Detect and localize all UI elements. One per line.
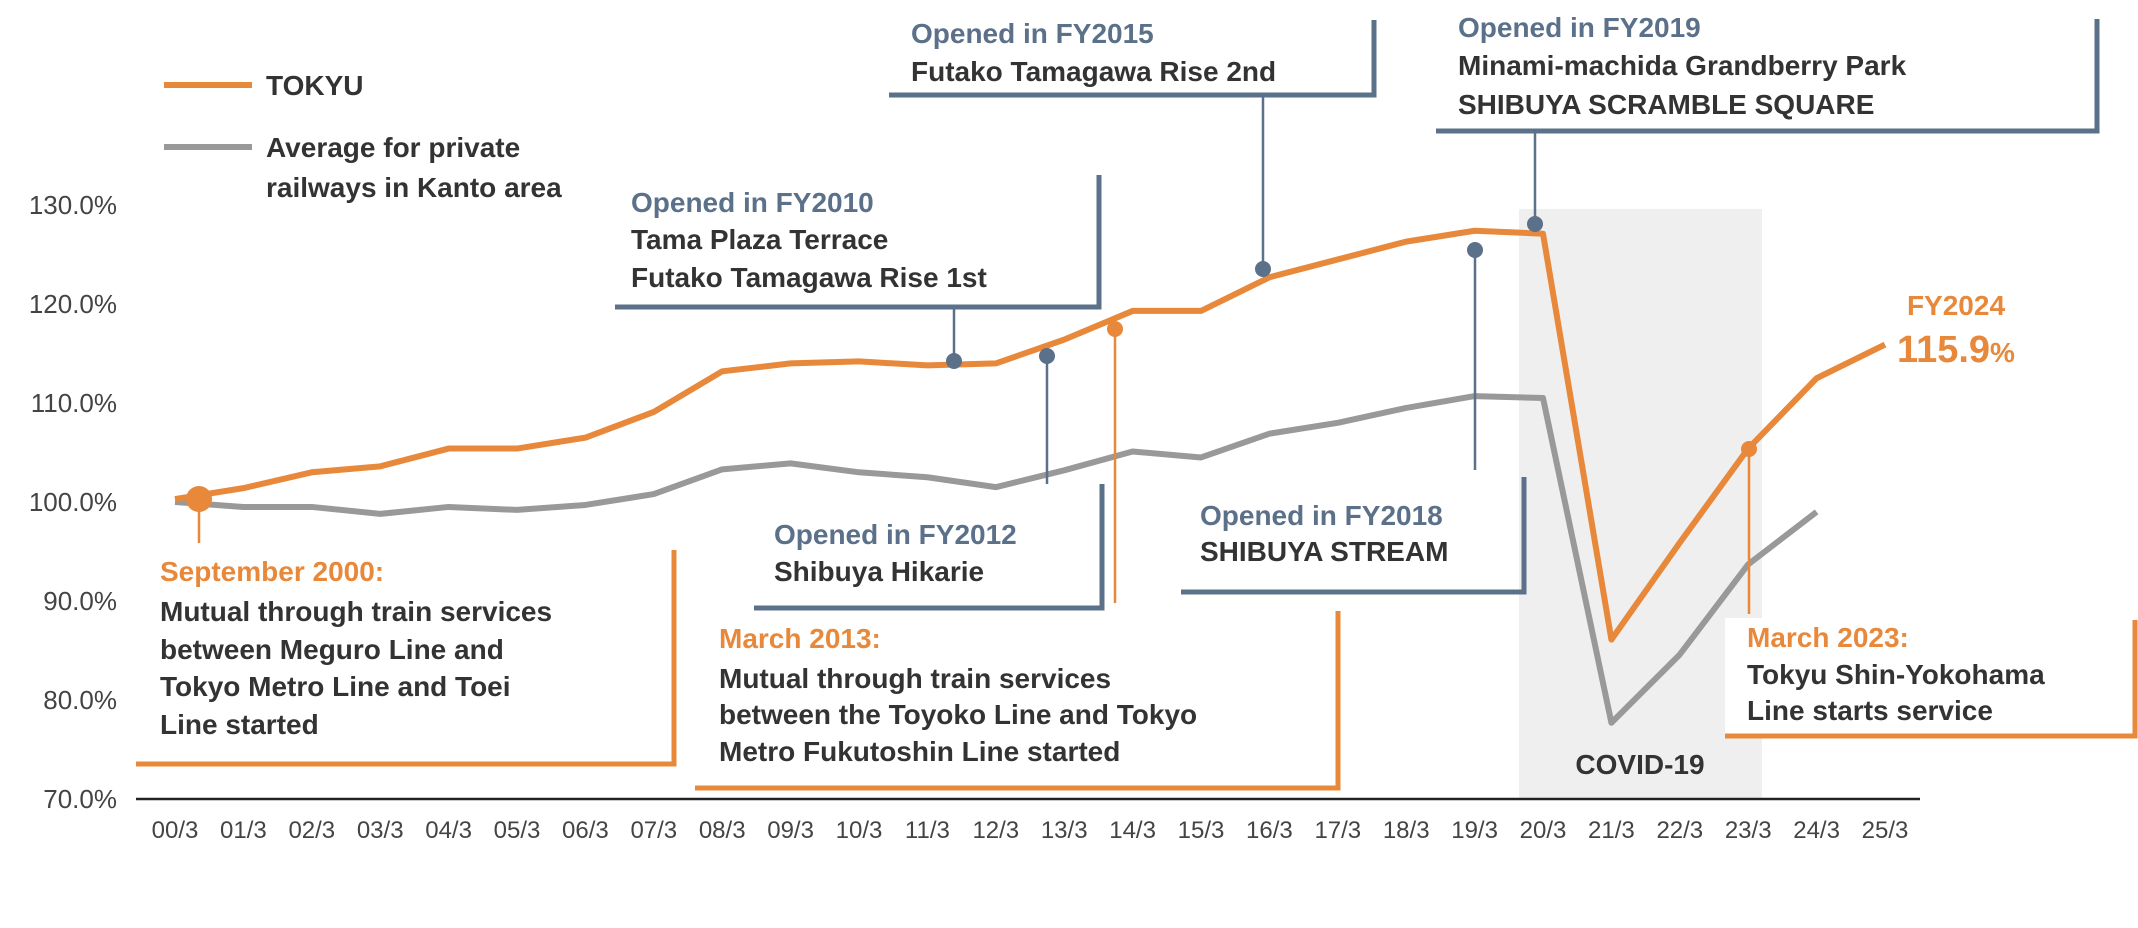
x-tick-label: 08/3 [699, 817, 746, 844]
x-tick-label: 02/3 [288, 817, 335, 844]
y-axis-ticks: 70.0% 80.0% 90.0% 100.0% 110.0% 120.0% 130.0% [29, 190, 117, 814]
svg-text:Opened in FY2015: Opened in FY2015 [911, 18, 1154, 49]
x-tick-label: 01/3 [220, 817, 267, 844]
svg-text:Opened in FY2018: Opened in FY2018 [1200, 500, 1443, 531]
x-tick-label: 10/3 [836, 817, 883, 844]
y-tick-label: 70.0% [43, 784, 117, 814]
svg-text:September 2000:: September 2000: [160, 556, 384, 587]
y-tick-label: 90.0% [43, 586, 117, 616]
x-tick-label: 20/3 [1520, 817, 1567, 844]
legend-label-average-line2: railways in Kanto area [266, 172, 562, 203]
x-tick-label: 16/3 [1246, 817, 1293, 844]
annotation-fy2010: Opened in FY2010 Tama Plaza Terrace Futa… [615, 175, 1102, 369]
mar2023-label-background [1725, 618, 2135, 736]
y-tick-label: 120.0% [29, 289, 117, 319]
x-tick-label: 22/3 [1656, 817, 1703, 844]
x-tick-label: 12/3 [972, 817, 1019, 844]
svg-text:Tokyo Metro Line and Toei: Tokyo Metro Line and Toei [160, 671, 511, 702]
svg-text:Tokyu Shin-Yokohama: Tokyu Shin-Yokohama [1747, 659, 2045, 690]
svg-text:Futako Tamagawa Rise 2nd: Futako Tamagawa Rise 2nd [911, 56, 1276, 87]
marker-dot [1255, 261, 1271, 277]
x-tick-label: 24/3 [1793, 817, 1840, 844]
marker-dot [1741, 441, 1757, 457]
svg-text:Opened in FY2012: Opened in FY2012 [774, 519, 1017, 550]
end-label-year: FY2024 [1907, 290, 2005, 321]
svg-text:Mutual through train services: Mutual through train services [719, 663, 1111, 694]
svg-text:Line starts service: Line starts service [1747, 695, 1993, 726]
annotation-fy2018: Opened in FY2018 SHIBUYA STREAM [1181, 242, 1527, 595]
x-tick-label: 05/3 [494, 817, 541, 844]
x-tick-label: 03/3 [357, 817, 404, 844]
end-label-value: 115.9% [1897, 329, 2015, 371]
x-tick-label: 15/3 [1178, 817, 1225, 844]
x-tick-label: 07/3 [630, 817, 677, 844]
series-line-tokyu [174, 227, 1887, 643]
x-axis-ticks: 00/3 01/3 02/3 03/3 04/3 05/3 06/3 07/3 08/3 09/3… [152, 817, 1909, 844]
svg-text:Mutual through train services: Mutual through train services [160, 596, 552, 627]
svg-text:Opened in FY2019: Opened in FY2019 [1458, 12, 1701, 43]
annotation-fy2012: Opened in FY2012 Shibuya Hikarie [754, 348, 1105, 611]
annotation-mar2023: March 2023: Tokyu Shin-Yokohama Line sta… [1725, 441, 2138, 739]
x-tick-label: 23/3 [1725, 817, 1772, 844]
svg-text:between the Toyoko Line and To: between the Toyoko Line and Tokyo [719, 699, 1197, 730]
legend-label-average-line1: Average for private [266, 132, 520, 163]
marker-dot [1467, 242, 1483, 258]
svg-text:Metro Fukutoshin Line started: Metro Fukutoshin Line started [719, 736, 1120, 767]
svg-text:Line started: Line started [160, 709, 319, 740]
annotation-fy2019: Opened in FY2019 Minami-machida Grandber… [1436, 12, 2100, 232]
svg-text:Tama Plaza Terrace: Tama Plaza Terrace [631, 224, 888, 255]
svg-text:SHIBUYA STREAM: SHIBUYA STREAM [1200, 536, 1448, 567]
x-tick-label: 21/3 [1588, 817, 1635, 844]
svg-text:Minami-machida Grandberry Park: Minami-machida Grandberry Park [1458, 50, 1907, 81]
svg-text:March 2013:: March 2013: [719, 623, 881, 654]
y-tick-label: 130.0% [29, 190, 117, 220]
y-tick-label: 110.0% [31, 388, 117, 418]
marker-dot [1527, 216, 1543, 232]
svg-text:between Meguro Line and: between Meguro Line and [160, 634, 504, 665]
svg-text:Opened in FY2010: Opened in FY2010 [631, 187, 874, 218]
annotation-fy2015: Opened in FY2015 Futako Tamagawa Rise 2n… [889, 18, 1377, 277]
marker-dot [1039, 348, 1055, 364]
x-tick-label: 18/3 [1383, 817, 1430, 844]
x-tick-label: 25/3 [1862, 817, 1909, 844]
marker-dot [186, 486, 212, 512]
covid-label: COVID-19 [1575, 749, 1704, 780]
series-points [174, 230, 1886, 723]
x-tick-label: 14/3 [1109, 817, 1156, 844]
svg-text:SHIBUYA SCRAMBLE SQUARE: SHIBUYA SCRAMBLE SQUARE [1458, 89, 1874, 120]
svg-text:Shibuya Hikarie: Shibuya Hikarie [774, 556, 984, 587]
x-tick-label: 13/3 [1041, 817, 1088, 844]
x-tick-label: 09/3 [767, 817, 814, 844]
marker-dot [1107, 321, 1123, 337]
svg-text:March 2023:: March 2023: [1747, 622, 1909, 653]
x-tick-label: 19/3 [1451, 817, 1498, 844]
y-tick-label: 80.0% [43, 685, 117, 715]
x-tick-label: 06/3 [562, 817, 609, 844]
x-tick-label: 04/3 [425, 817, 472, 844]
x-tick-label: 11/3 [905, 817, 950, 844]
annotation-mar2013: March 2013: Mutual through train service… [695, 321, 1341, 791]
x-tick-label: 17/3 [1314, 817, 1361, 844]
end-label-number: 115.9 [1897, 329, 1990, 371]
marker-dot [946, 353, 962, 369]
legend-label-tokyu: TOKYU [266, 70, 364, 101]
svg-text:Futako Tamagawa Rise 1st: Futako Tamagawa Rise 1st [631, 262, 987, 293]
end-label-unit: % [1990, 337, 2015, 368]
x-tick-label: 00/3 [152, 817, 199, 844]
y-tick-label: 100.0% [29, 487, 117, 517]
covid-shaded-region [1519, 209, 1762, 799]
annotation-sep2000: September 2000: Mutual through train ser… [136, 486, 677, 767]
